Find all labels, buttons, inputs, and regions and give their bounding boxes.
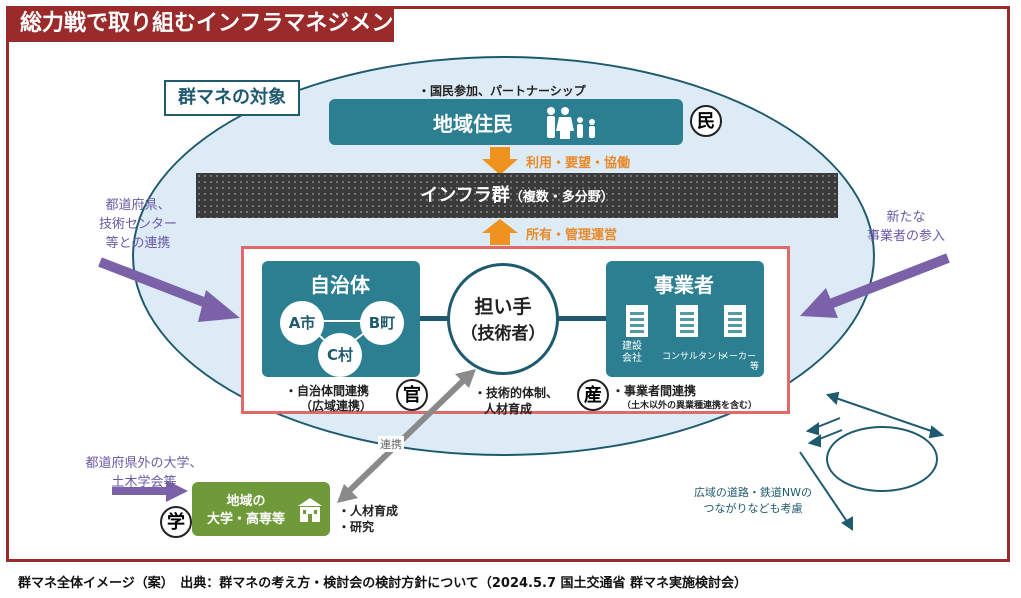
target-label: 群マネの対象 (164, 80, 300, 116)
bearer-note-2: 人材育成 (484, 402, 533, 416)
residents-badge: 民 (690, 105, 722, 137)
municipality-note-2: （広域連携） (300, 399, 373, 413)
right-top-note: 新たな 事業者の参入 (846, 206, 966, 244)
arrow-use-label: 利用・要望・協働 (526, 156, 631, 171)
business-item-consultant: コンサルタント (662, 352, 726, 362)
left-top-line3: 等との連携 (105, 236, 171, 251)
left-bottom-note: 都道府県外の大学、 土木学会等 (72, 452, 216, 490)
left-top-note: 都道府県、 技術センター 等との連携 (80, 194, 196, 251)
left-bottom-line1: 都道府県外の大学、 (85, 456, 203, 471)
link-label: 連携 (378, 436, 404, 452)
left-top-line2: 技術センター (98, 217, 177, 232)
arrow-own-label: 所有・管理運営 (526, 228, 618, 243)
diagram-title: 総力戦で取り組むインフラマネジメント (6, 6, 394, 72)
residents-label: 地域住民 (433, 112, 513, 136)
university-note-1: ・人材育成 (338, 504, 399, 518)
business-note-1: ・事業者間連携 (612, 384, 697, 398)
network-note-2: つながりなども考慮 (703, 502, 803, 515)
municipality-label: 自治体 (310, 273, 370, 297)
building-icon (676, 305, 698, 337)
business-item-construction: 建設 会社 (622, 341, 642, 364)
university-line2: 大学・高専等 (206, 512, 285, 527)
building-icon (724, 305, 746, 337)
bearer-line2: （技術者） (460, 324, 546, 344)
left-top-line1: 都道府県、 (105, 198, 171, 213)
caption: 群マネ全体イメージ（案） 出典：群マネの考え方・検討会の検討方針について（202… (18, 576, 748, 591)
business-item-etc: 等 (750, 362, 760, 372)
infra-bar: インフラ群（複数・多分野） (196, 173, 838, 218)
school-icon (298, 498, 322, 522)
business-item-maker: メーカー (720, 352, 757, 362)
node-a-city: A市 (280, 301, 324, 345)
business-label: 事業者 (654, 273, 714, 297)
family-icon (547, 107, 595, 139)
right-top-line2: 事業者の参入 (866, 229, 945, 244)
left-bottom-line2: 土木学会等 (111, 475, 177, 490)
government-badge: 官 (396, 379, 428, 411)
university-note-2: ・研究 (338, 520, 375, 534)
right-top-line1: 新たな (886, 210, 926, 225)
node-c-village: C村 (318, 333, 362, 377)
bearer-line1: 担い手 (474, 296, 532, 318)
municipality-note-1: ・自治体間連携 (285, 384, 370, 398)
business-box: 事業者 建設 会社 コンサルタント メーカー 等 (606, 261, 764, 377)
municipality-box: 自治体 A市 B町 C村 (262, 261, 420, 377)
academia-badge: 学 (160, 506, 192, 538)
bearer-circle: 担い手 （技術者） (447, 263, 559, 375)
building-icon (626, 305, 648, 337)
residents-note: ・国民参加、パートナーシップ (418, 84, 586, 98)
network-note: 広域の道路・鉄道NWの つながりなども考慮 (678, 484, 828, 516)
infra-label: インフラ群 (420, 185, 510, 206)
industry-badge: 産 (577, 379, 609, 411)
business-note-2: （土木以外の異業種連携を含む） (622, 401, 758, 411)
bearer-note-1: ・技術的体制、 (474, 386, 559, 400)
infra-sub: （複数・多分野） (509, 190, 614, 205)
network-ellipse (826, 426, 938, 492)
university-box: 地域の 大学・高専等 (192, 482, 330, 536)
network-note-1: 広域の道路・鉄道NWの (693, 486, 813, 499)
residents-box: 地域住民 (329, 99, 683, 145)
node-b-town: B町 (360, 301, 404, 345)
arrow-down-icon (482, 147, 518, 175)
arrow-up-icon (482, 219, 518, 245)
university-line1: 地域の (226, 494, 266, 509)
